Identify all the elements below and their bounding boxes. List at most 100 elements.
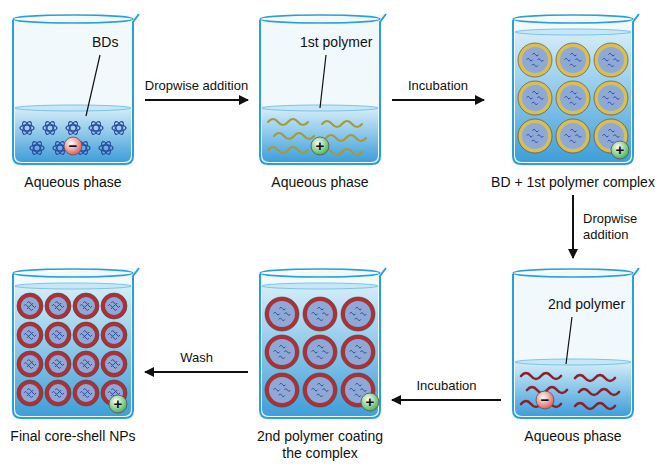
core-strand xyxy=(108,304,114,307)
arrow-label: Wash xyxy=(180,350,213,366)
process-arrow xyxy=(392,99,484,101)
nanoparticle-shell xyxy=(101,322,127,348)
beaker xyxy=(513,268,639,418)
polymer-chain xyxy=(579,389,619,395)
polymer-chain xyxy=(326,135,366,141)
core-strand xyxy=(279,307,285,310)
core-strand xyxy=(274,388,280,391)
core-strand xyxy=(570,129,576,132)
core-strand xyxy=(279,356,285,359)
nanoparticle-shell xyxy=(341,335,375,369)
charge-sign: + xyxy=(311,137,329,155)
core-strand xyxy=(565,58,571,61)
arrow-label: Incubation xyxy=(417,378,477,394)
beaker-outline xyxy=(13,14,139,164)
core-strand xyxy=(613,135,619,138)
bd-molecule xyxy=(112,125,126,131)
core-strand xyxy=(83,389,89,392)
core-strand xyxy=(537,59,543,62)
nanoparticle-shell xyxy=(303,297,337,331)
liquid xyxy=(15,108,131,162)
core-strand xyxy=(86,392,92,395)
core-strand xyxy=(312,312,318,315)
core-strand xyxy=(52,333,58,336)
part-label: 1st polymer xyxy=(300,34,372,51)
core-strand xyxy=(274,312,280,315)
core-strand xyxy=(608,102,614,105)
core-strand xyxy=(55,331,61,334)
nanoparticle-core xyxy=(49,297,67,315)
charge-symbol xyxy=(311,137,329,155)
nanoparticle-shell xyxy=(265,373,299,407)
core-strand xyxy=(111,389,117,392)
core-strand xyxy=(570,91,576,94)
nanoparticle-core xyxy=(105,355,123,373)
nanoparticle-shell xyxy=(17,293,43,319)
core-strand xyxy=(83,365,89,368)
beaker-area xyxy=(505,262,641,428)
core-strand xyxy=(570,102,576,105)
charge-symbol xyxy=(611,141,629,159)
core-strand xyxy=(355,307,361,310)
core-strand xyxy=(603,134,609,137)
core-strand xyxy=(24,333,30,336)
core-strand xyxy=(527,134,533,137)
core-strand xyxy=(355,356,361,359)
nanoparticle-shell xyxy=(265,335,299,369)
charge-sign: − xyxy=(536,391,554,409)
core-strand xyxy=(86,305,92,308)
polymer-chain xyxy=(322,121,362,127)
nanoparticle-shell xyxy=(73,322,99,348)
core-strand xyxy=(317,394,323,397)
beaker-outline xyxy=(260,268,386,418)
beaker-area xyxy=(488,8,658,174)
liquid xyxy=(262,108,378,162)
arrow-label: Incubation xyxy=(408,78,468,94)
polymer-chain xyxy=(268,119,308,125)
core-strand xyxy=(80,333,86,336)
core-strand xyxy=(608,91,614,94)
bd-molecule xyxy=(31,140,43,155)
beaker-step: 2nd polymer coating the complex xyxy=(252,262,388,462)
core-strand xyxy=(30,363,36,366)
process-arrow xyxy=(572,195,574,258)
nanoparticle-core xyxy=(21,355,39,373)
core-strand xyxy=(108,362,114,365)
nanoparticle-core xyxy=(522,85,548,111)
core-strand xyxy=(58,363,64,366)
beaker-outline xyxy=(513,14,639,164)
core-strand xyxy=(317,345,323,348)
core-strand xyxy=(111,360,117,363)
beaker-outline xyxy=(13,268,139,418)
beaker-step: Aqueous phase xyxy=(5,8,141,191)
step-caption: Aqueous phase xyxy=(271,174,368,191)
liquid xyxy=(15,286,131,416)
nanoparticle-core xyxy=(598,85,624,111)
bd-molecule xyxy=(20,125,34,131)
bd-molecule xyxy=(21,120,33,135)
core-strand xyxy=(575,135,581,138)
leader-line xyxy=(320,55,326,108)
beaker-step: Aqueous phase xyxy=(505,262,641,445)
nanoparticle-core xyxy=(345,301,371,327)
bd-molecule xyxy=(100,140,112,155)
nanoparticle-core xyxy=(522,123,548,149)
nanoparticle-shell xyxy=(594,43,628,77)
core-strand xyxy=(565,96,571,99)
core-strand xyxy=(532,91,538,94)
core-strand xyxy=(58,392,64,395)
nanoparticle-core xyxy=(307,377,333,403)
core-strand xyxy=(24,304,30,307)
charge-symbol xyxy=(109,395,127,413)
core-strand xyxy=(114,305,120,308)
bd-molecule xyxy=(100,140,112,155)
core-strand xyxy=(83,336,89,339)
beaker-rim xyxy=(13,15,133,23)
core-strand xyxy=(108,333,114,336)
charge-sign: + xyxy=(361,393,379,411)
beaker-glass xyxy=(13,268,139,418)
bd-molecule xyxy=(44,120,56,135)
beaker-glass xyxy=(260,268,386,418)
nanoparticle-shell xyxy=(556,81,590,115)
